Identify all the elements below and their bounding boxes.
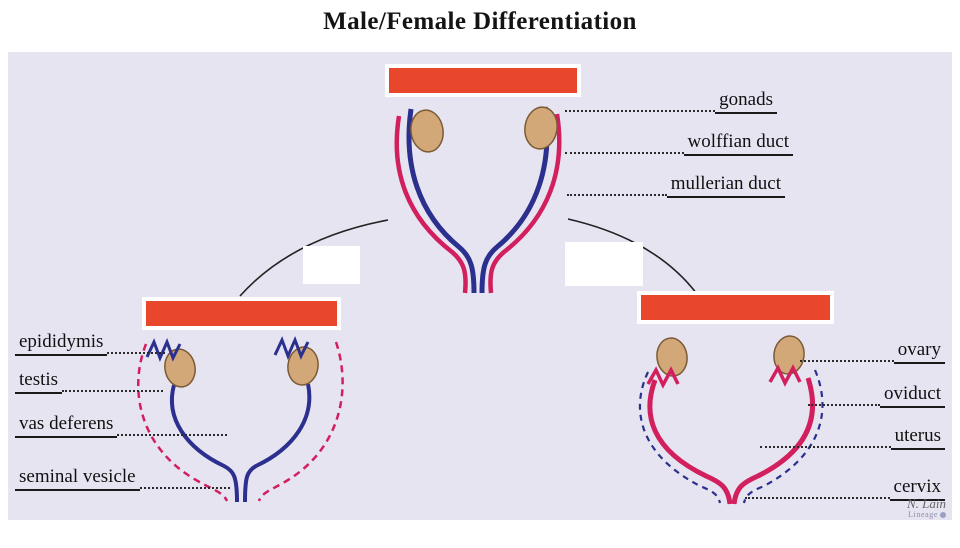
artist-credit: N. Lain Lineage (907, 497, 946, 519)
label-row-oviduct: oviduct (808, 382, 945, 408)
wolffian-duct-left (406, 108, 477, 294)
label-uterus: uterus (890, 426, 945, 450)
epididymis-zigzag-left (145, 338, 182, 362)
leader-line (107, 352, 165, 354)
leader-line (745, 497, 890, 499)
label-row-seminal-vesicle: seminal vesicle (15, 465, 230, 491)
leader-line (800, 360, 894, 362)
label-row-testis: testis (15, 368, 163, 394)
label-row-mullerian-duct: mullerian duct (567, 172, 785, 198)
epididymis-zigzag-right (273, 336, 310, 360)
oviduct-left (647, 379, 733, 505)
vas-deferens-right (243, 383, 312, 503)
signature: N. Lain (906, 496, 946, 511)
label-row-cervix: cervix (745, 475, 945, 501)
blank-box-female-label[interactable] (637, 291, 834, 324)
ovary-right (773, 335, 805, 375)
vas-deferens-left (169, 384, 239, 503)
label-seminal-vesicle: seminal vesicle (15, 467, 140, 491)
page-title: Male/Female Differentiation (323, 8, 637, 35)
brand-mark: Lineage (907, 511, 946, 519)
leader-line (139, 487, 230, 489)
label-row-wolffian-duct: wolffian duct (565, 130, 793, 156)
label-oviduct: oviduct (880, 384, 945, 408)
fimbriae-zigzag-right (768, 364, 802, 387)
mullerian-remnant-left (136, 343, 229, 502)
leader-line (808, 404, 880, 406)
testis-left (164, 348, 196, 388)
wolffian-remnant-left (638, 371, 722, 504)
blank-box-bipotential-label[interactable] (385, 64, 581, 97)
branch-line-right (567, 218, 698, 295)
gonad-right (524, 106, 558, 150)
label-row-epididymis: epididymis (15, 330, 165, 356)
leader-line (565, 110, 716, 112)
label-vas-deferens: vas deferens (15, 414, 118, 438)
wolffian-remnant-right (742, 369, 824, 504)
label-epididymis: epididymis (15, 332, 108, 356)
leader-line (565, 152, 684, 154)
leader-line (760, 446, 891, 448)
label-row-ovary: ovary (800, 338, 945, 364)
label-gonads: gonads (715, 90, 777, 114)
mullerian-remnant-right (257, 341, 344, 502)
brand-logo-icon (940, 512, 946, 519)
label-testis: testis (15, 370, 63, 394)
blank-box-branch-left (303, 246, 360, 284)
blank-box-male-label[interactable] (142, 297, 341, 330)
label-cervix: cervix (889, 477, 945, 501)
mullerian-duct-right (488, 113, 562, 294)
label-row-gonads: gonads (565, 88, 777, 114)
fimbriae-zigzag-left (646, 366, 680, 389)
label-row-vas-deferens: vas deferens (15, 412, 227, 438)
mullerian-duct-left (394, 115, 468, 294)
leader-line (62, 390, 163, 392)
label-wolffian-duct: wolffian duct (683, 132, 793, 156)
gonad-left (410, 109, 444, 153)
blank-box-branch-right (565, 242, 643, 286)
label-ovary: ovary (893, 340, 945, 364)
leader-line (567, 194, 667, 196)
label-mullerian-duct: mullerian duct (666, 174, 785, 198)
leader-line (117, 434, 227, 436)
label-row-uterus: uterus (760, 424, 945, 450)
